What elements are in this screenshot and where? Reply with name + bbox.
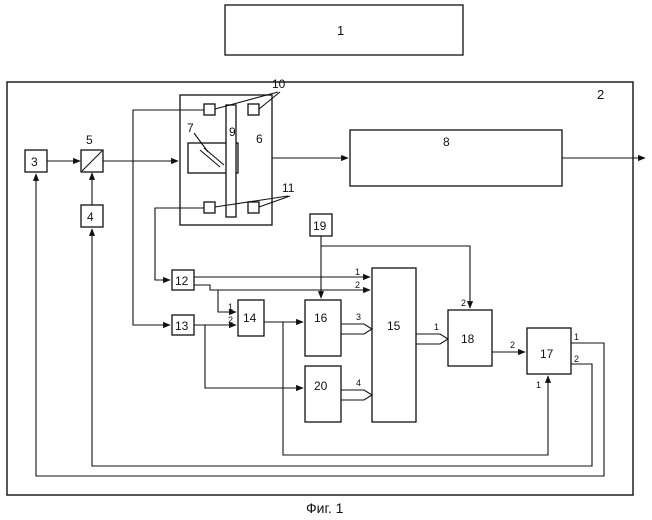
- sensor-11-left: [204, 202, 215, 213]
- label-sensors-10: 10: [272, 77, 286, 91]
- label-block-6: 6: [256, 132, 263, 146]
- label-block-8: 8: [443, 135, 450, 149]
- label-block-3: 3: [31, 155, 38, 169]
- bus-15-to-18: [416, 334, 448, 344]
- label-block-19: 19: [313, 219, 327, 233]
- pin-17-1: 1: [536, 380, 541, 390]
- pin-15-4: 4: [356, 378, 361, 388]
- block-16: [305, 300, 341, 356]
- pin-14-2: 2: [228, 315, 233, 325]
- label-block-15: 15: [387, 319, 401, 333]
- pin-14-1: 1: [228, 302, 233, 312]
- pin-17-2: 2: [510, 340, 515, 350]
- block-15: [372, 268, 416, 422]
- pin-15-2: 2: [355, 280, 360, 290]
- sensor-10-left: [204, 104, 215, 115]
- label-block-12: 12: [175, 274, 189, 288]
- pin-15-1: 1: [355, 267, 360, 277]
- link-12-to-14-in1: [218, 290, 236, 312]
- link-12-to-15-in2: [194, 285, 370, 290]
- sensor-10-right: [248, 104, 259, 115]
- bus-20-to-15: [341, 390, 372, 400]
- pin-18-2: 2: [461, 298, 466, 308]
- block-20: [305, 366, 341, 422]
- pin-18-1: 1: [434, 322, 439, 332]
- label-sensors-11: 11: [282, 181, 295, 195]
- label-block-16: 16: [314, 311, 328, 325]
- block-8: [350, 130, 562, 186]
- label-block-5: 5: [86, 133, 93, 147]
- pin-17-out2: 2: [574, 354, 579, 364]
- feedback-17-to-4: [92, 229, 592, 466]
- label-block-14: 14: [243, 311, 257, 325]
- element-9: [226, 105, 236, 217]
- label-block-4: 4: [87, 210, 94, 224]
- label-block-1: 1: [337, 23, 344, 38]
- label-block-13: 13: [175, 319, 189, 333]
- pin-15-3: 3: [356, 312, 361, 322]
- bus-16-to-15: [341, 324, 372, 334]
- label-element-7: 7: [187, 121, 194, 135]
- label-frame-2: 2: [597, 87, 604, 102]
- sensor-11-right: [248, 202, 259, 213]
- label-block-17: 17: [540, 347, 554, 361]
- label-element-9: 9: [229, 125, 236, 139]
- pin-17-out1: 1: [574, 332, 579, 342]
- label-block-20: 20: [314, 379, 328, 393]
- label-block-18: 18: [461, 332, 475, 346]
- figure-caption: Фиг. 1: [306, 500, 344, 516]
